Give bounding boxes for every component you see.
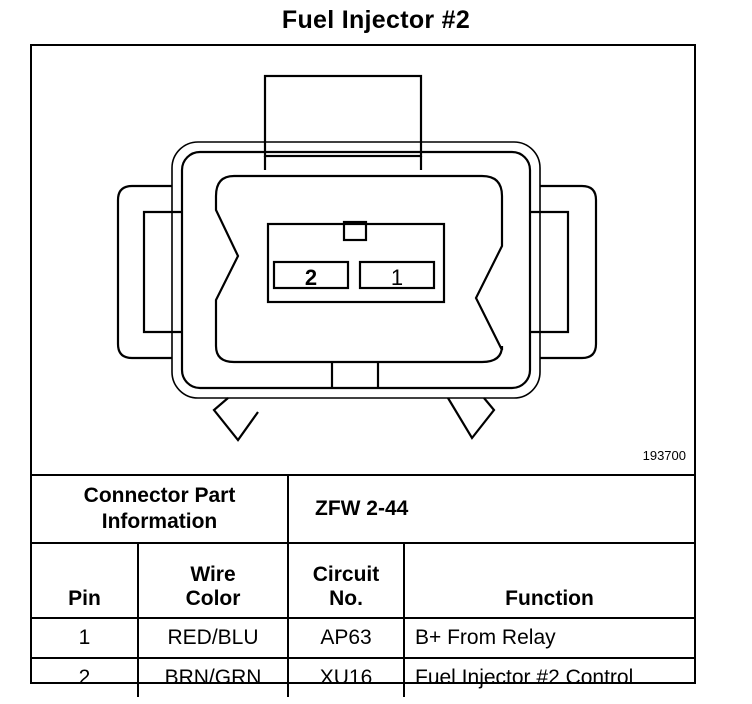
terminal-cavity [266,222,446,304]
pin-2-slot [272,260,350,290]
wire-color-cell: BRN/GRN [137,657,289,697]
left-tab [116,184,172,360]
table-row: 2 BRN/GRN XU16 Fuel Injector #2 Control [32,657,694,697]
pin-1-slot [358,260,436,290]
connector-diagram: 2 1 [116,74,598,442]
pin-2-label: 2 [305,265,317,290]
pin-cell: 2 [32,657,139,697]
right-tab [540,184,598,360]
function-cell: Fuel Injector #2 Control [403,657,694,697]
pin-cell: 1 [32,617,139,659]
figure-number: 193700 [642,448,686,463]
right-foot [447,397,496,440]
circuit-cell: XU16 [287,657,405,697]
page-title: Fuel Injector #2 [281,6,471,34]
header-pin: Pin [32,542,139,619]
connector-part-number: ZFW 2-44 [287,474,694,544]
connector-body [180,150,532,390]
pinout-table: Connector Part Information ZFW 2-44 Pin … [32,474,694,697]
wire-color-cell: RED/BLU [137,617,289,659]
header-circuit: Circuit No. [287,542,405,619]
key-notch [342,220,368,242]
table-row: 1 RED/BLU AP63 B+ From Relay [32,617,694,659]
left-foot [212,397,259,442]
circuit-cell: AP63 [287,617,405,659]
connector-part-info-label: Connector Part Information [32,474,289,544]
pin-1-label: 1 [391,265,403,290]
header-wire-color: Wire Color [137,542,289,619]
header-function: Function [403,542,694,619]
top-latch [263,74,423,158]
inner-housing [214,174,504,364]
connector-frame: 2 1 193700 Connector Part Information ZF… [30,44,696,697]
function-cell: B+ From Relay [403,617,694,659]
